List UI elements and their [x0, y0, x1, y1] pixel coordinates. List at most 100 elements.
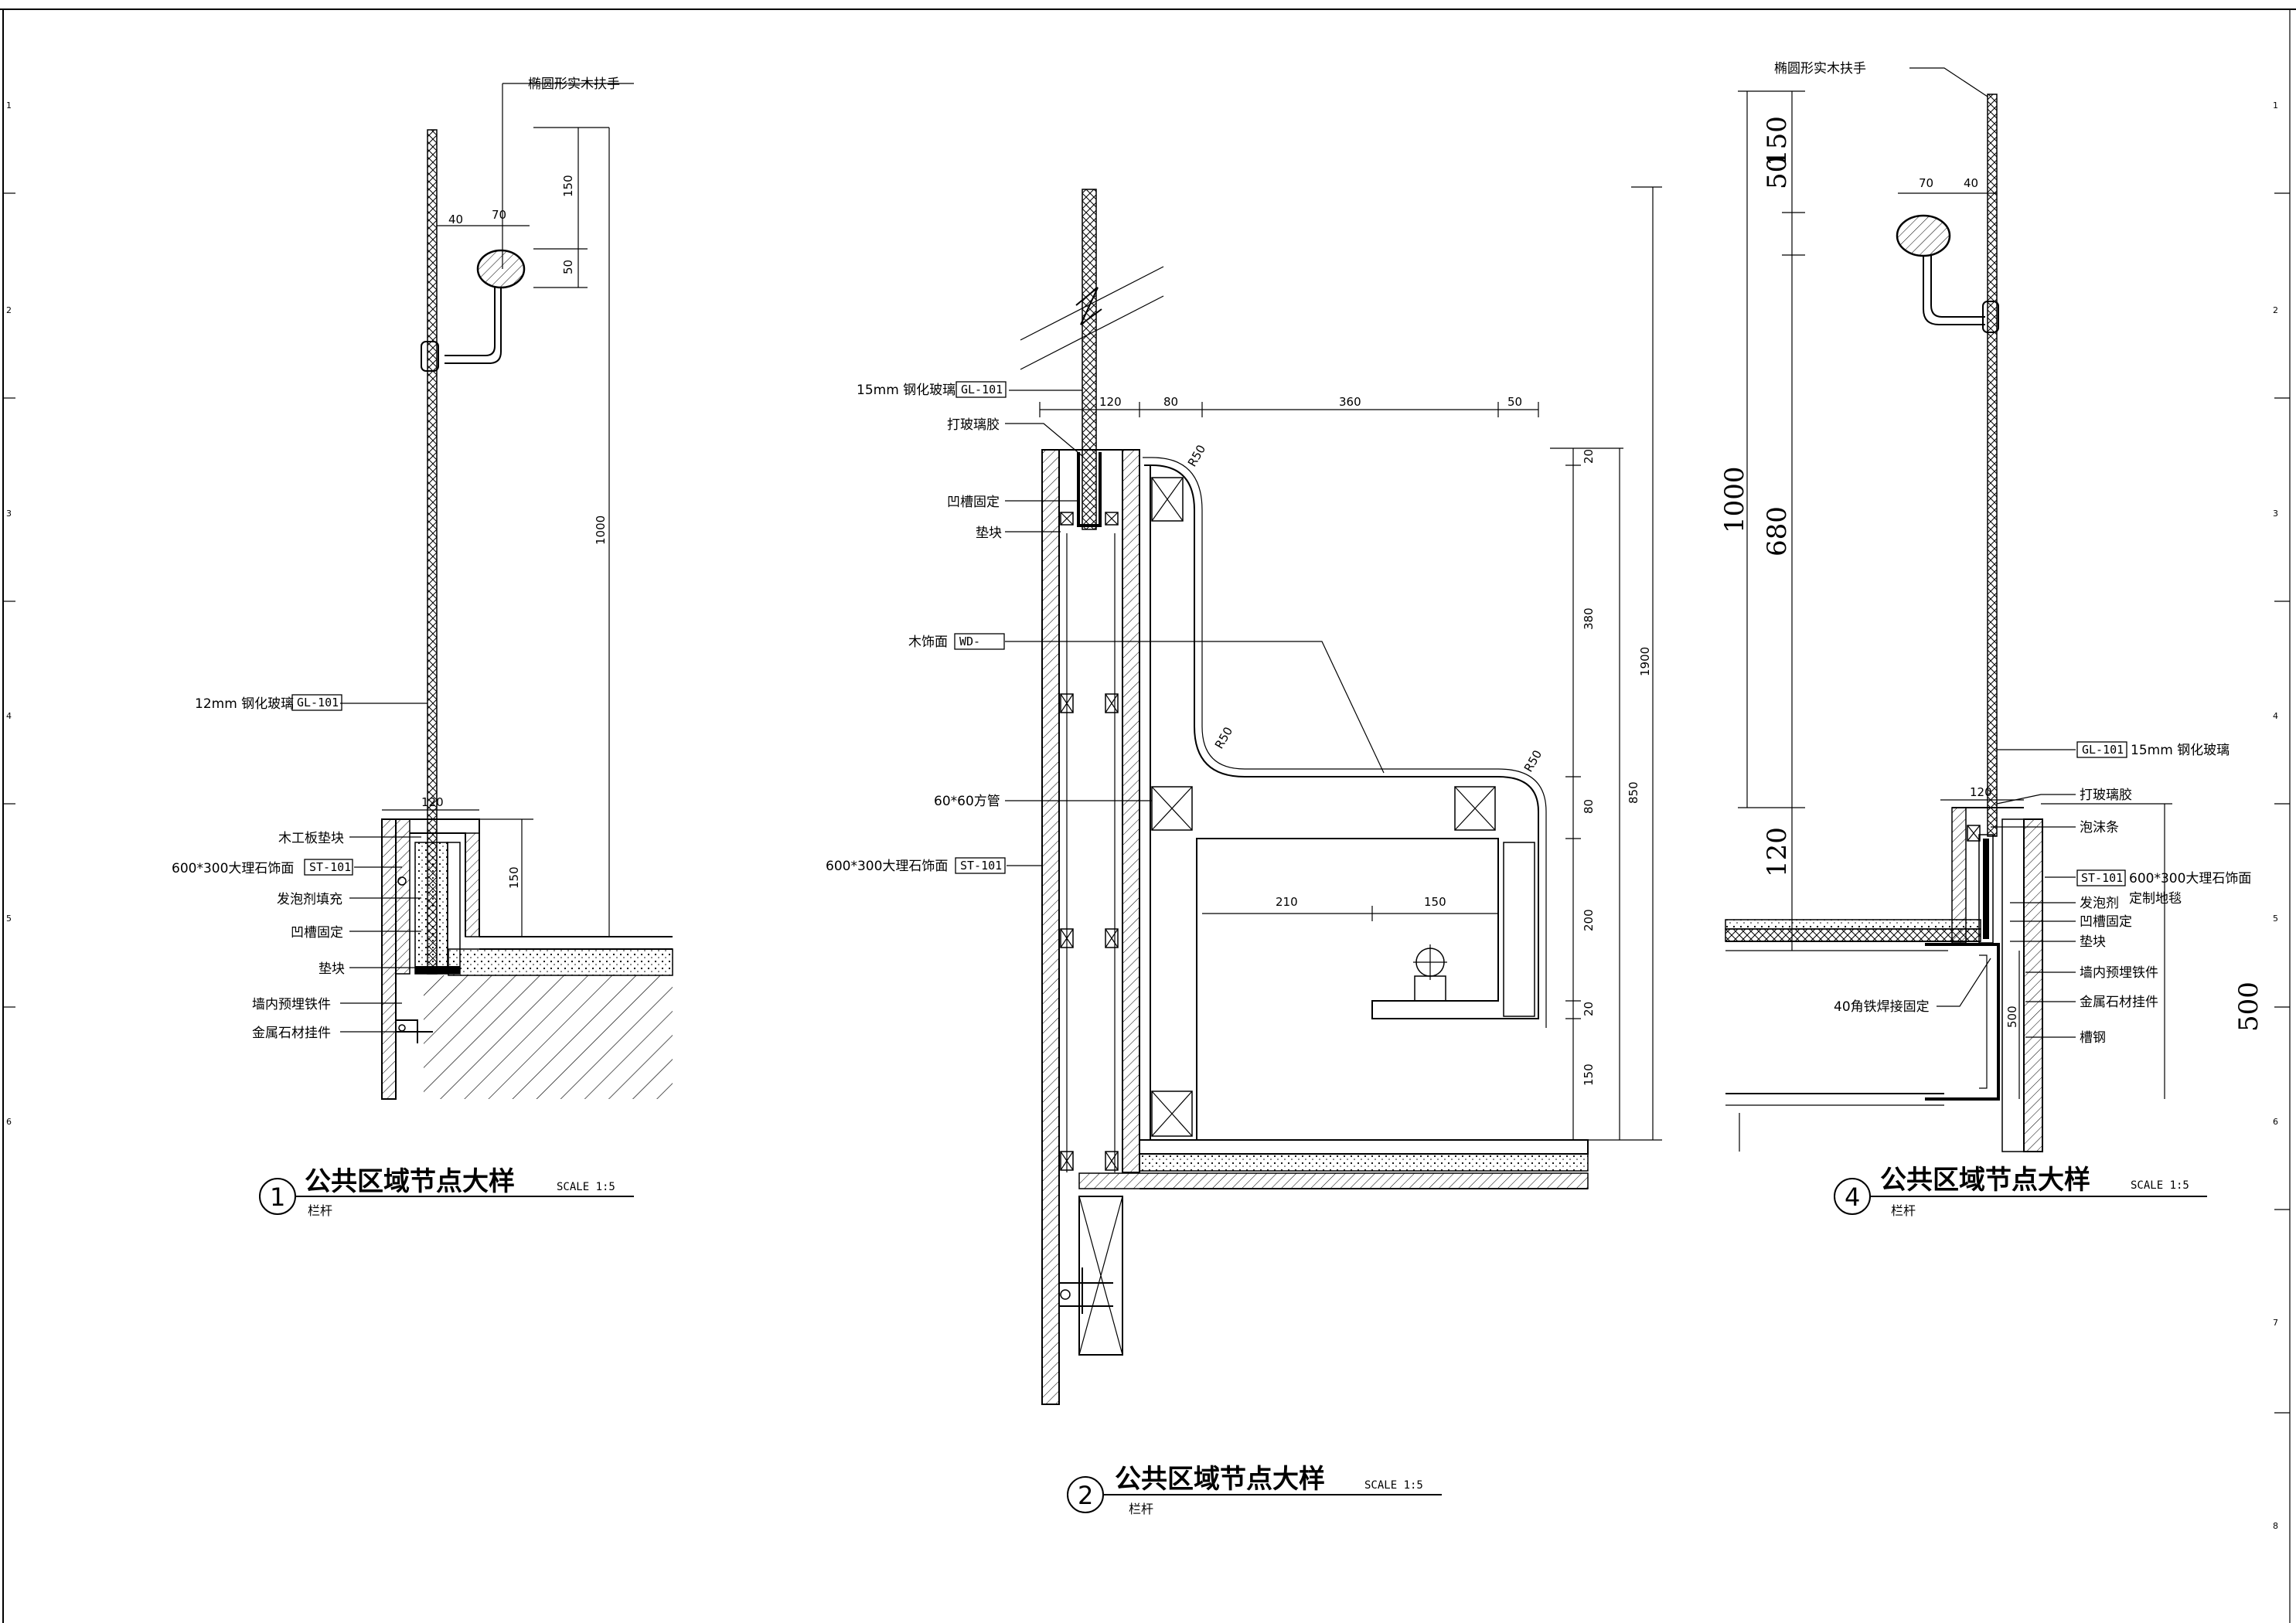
detail1-label-embedded: 墙内预埋铁件 — [252, 997, 331, 1012]
detail1-wall — [381, 818, 397, 1100]
detail2-label-sealant: 打玻璃胶 — [947, 417, 1000, 433]
detail2-dim-380: 380 — [1582, 607, 1596, 630]
detail1-screed — [448, 948, 673, 976]
detail4-dim-120: 120 — [1762, 827, 1793, 877]
detail2-dim-210: 210 — [1276, 895, 1298, 909]
detail4-scale: SCALE 1:5 — [2131, 1179, 2189, 1192]
detail2-dim-1900: 1900 — [1638, 647, 1652, 676]
detail4-label-foam: 发泡剂 — [2080, 896, 2119, 911]
detail4-channel-steel — [1925, 943, 2000, 1101]
detail2-subtitle: 栏杆 — [1129, 1502, 1153, 1516]
border-grid: 1 2 3 4 5 6 1 2 3 4 5 6 7 8 — [3, 100, 2290, 1531]
detail4-dim-1000: 1000 — [1719, 466, 1750, 533]
detail2-label-pad: 垫块 — [976, 526, 1002, 541]
detail4-floor — [1725, 919, 1981, 930]
detail4-wall — [2023, 818, 2043, 1152]
detail4-dim-70: 70 — [1919, 176, 1933, 190]
grid-row-8-right: 8 — [2273, 1521, 2278, 1531]
detail2-wall-left — [1041, 449, 1060, 1405]
detail4-label-angle: 40角铁焊接固定 — [1834, 999, 1930, 1015]
detail1-label-groove: 凹槽固定 — [291, 925, 343, 941]
detail1-scale: SCALE 1:5 — [557, 1181, 615, 1193]
grid-row-6: 6 — [6, 1117, 12, 1127]
detail1-dim-150a: 150 — [561, 175, 575, 197]
detail2-dim-200: 200 — [1582, 909, 1596, 931]
detail2-label-marble: 600*300大理石饰面 — [826, 859, 948, 874]
detail4-tag-marble: ST-101 — [2081, 871, 2123, 885]
detail1-slab-hatch — [424, 975, 673, 1099]
detail2-tag-marble: ST-101 — [960, 859, 1002, 873]
grid-row-7-right: 7 — [2273, 1318, 2278, 1328]
detail4-title: 公共区域节点大样 — [1880, 1165, 2090, 1196]
detail1-handrail — [476, 249, 526, 289]
detail1-dim-1000: 1000 — [594, 515, 608, 545]
grid-row-6-right: 6 — [2273, 1117, 2278, 1127]
detail2-floor — [1139, 1139, 1589, 1155]
sheet-frame — [0, 9, 2296, 1623]
grid-row-2-right: 2 — [2273, 305, 2278, 315]
grid-row-1: 1 — [6, 100, 12, 111]
detail1-label-wood-block: 木工板垫块 — [278, 831, 344, 846]
detail1-dim-50: 50 — [561, 260, 575, 274]
detail2-dim-360: 360 — [1339, 395, 1361, 409]
detail2-label-tube: 60*60方管 — [934, 794, 1000, 809]
detail2-tag-wood: WD- — [959, 635, 980, 648]
detail4-glass-panel — [1987, 94, 1998, 837]
grid-row-5-right: 5 — [2273, 914, 2278, 924]
detail4-label-pad: 垫块 — [2080, 934, 2106, 950]
detail1-dim-120: 120 — [421, 795, 444, 809]
detail2-dim-r50c: R50 — [1521, 747, 1545, 774]
detail4-label-carpet: 定制地毯 — [2129, 891, 2182, 907]
detail4-label-channel: 槽钢 — [2080, 1030, 2106, 1046]
detail2-dim-150h: 150 — [1424, 895, 1446, 909]
detail4-dim-500a: 500 — [2005, 1005, 2019, 1028]
detail2-title: 公共区域节点大样 — [1115, 1464, 1325, 1495]
detail2-dim-20b: 20 — [1582, 1002, 1596, 1016]
detail1-subtitle: 栏杆 — [308, 1203, 332, 1218]
detail2-label-glass: 15mm 钢化玻璃 — [857, 383, 956, 398]
detail4-subtitle: 栏杆 — [1891, 1203, 1916, 1218]
grid-row-1-right: 1 — [2273, 100, 2278, 111]
detail2-dim-150: 150 — [1582, 1063, 1596, 1086]
detail2-dim-80b: 80 — [1582, 799, 1596, 814]
detail4-tag-glass: GL-101 — [2082, 743, 2124, 757]
grid-row-4: 4 — [6, 711, 12, 721]
detail2-seat-profile — [1144, 464, 1539, 1141]
detail1-label-hanger: 金属石材挂件 — [252, 1026, 331, 1041]
detail2-label-wood: 木饰面 — [908, 635, 948, 650]
detail4-label-sealant: 打玻璃胶 — [2080, 788, 2132, 803]
detail4-label-marble: 600*300大理石饰面 — [2129, 871, 2251, 886]
detail2-scale: SCALE 1:5 — [1364, 1479, 1423, 1492]
detail1-label-glass: 12mm 钢化玻璃 — [195, 696, 294, 712]
detail-1: 椭圆形实木扶手 40 70 150 50 1000 120 150 12mm 钢… — [172, 77, 673, 1218]
detail4-label-groove: 凹槽固定 — [2080, 914, 2132, 930]
detail2-glass-panel — [1082, 189, 1097, 530]
grid-row-3-right: 3 — [2273, 509, 2278, 519]
detail1-label-foam: 发泡剂填充 — [277, 892, 342, 907]
detail-4: 70 40 50 150 1000 680 120 120 500 500 椭圆… — [1719, 61, 2264, 1218]
detail4-dim-120b: 120 — [1970, 785, 1992, 799]
detail4-label-handrail: 椭圆形实木扶手 — [1774, 61, 1866, 77]
detail2-tag-glass: GL-101 — [961, 383, 1003, 396]
detail2-tube-markers — [1060, 693, 1119, 1171]
detail2-number-circle — [1067, 1476, 1104, 1513]
detail4-label-hanger: 金属石材挂件 — [2080, 995, 2158, 1010]
detail-2: 120 80 360 50 R50 R50 R50 20 380 80 200 … — [826, 186, 1662, 1516]
detail2-dim-80a: 80 — [1163, 395, 1178, 409]
detail2-dim-r50a: R50 — [1185, 442, 1208, 469]
detail4-label-glass: 15mm 钢化玻璃 — [2131, 743, 2230, 758]
detail2-dim-120: 120 — [1099, 395, 1122, 409]
grid-row-5: 5 — [6, 914, 12, 924]
detail4-dim-680: 680 — [1762, 506, 1793, 556]
detail2-label-groove: 凹槽固定 — [947, 495, 1000, 510]
detail1-label-handrail: 椭圆形实木扶手 — [528, 77, 620, 92]
detail1-tag-marble: ST-101 — [309, 860, 351, 874]
detail2-dim-20a: 20 — [1582, 449, 1596, 464]
detail1-tag-glass: GL-101 — [297, 696, 339, 709]
detail4-dim-150: 150 — [1762, 116, 1793, 166]
detail4-number: 4 — [1845, 1182, 1860, 1212]
detail1-title: 公共区域节点大样 — [305, 1166, 515, 1197]
detail2-number: 2 — [1078, 1481, 1093, 1510]
detail1-dim-70: 70 — [492, 208, 506, 222]
